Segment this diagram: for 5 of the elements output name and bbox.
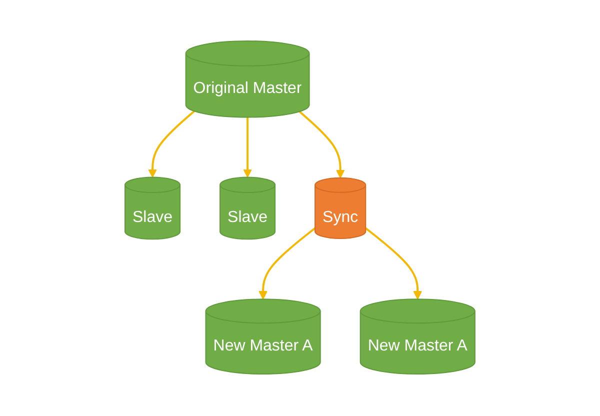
arrow [258,228,316,300]
arrow [365,228,422,300]
arrow [148,110,196,178]
arrow [243,118,252,178]
arrow [298,111,345,179]
